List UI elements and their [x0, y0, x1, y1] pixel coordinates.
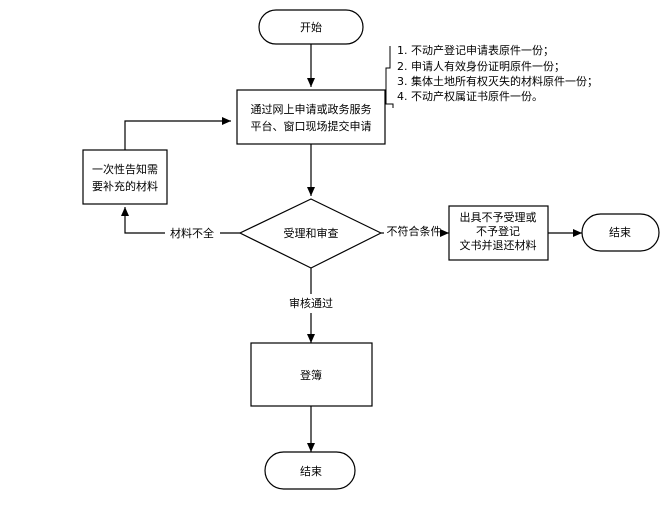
edge-label-not-qualified: 不符合条件 [387, 224, 442, 238]
end-node-right [581, 213, 660, 252]
submit-label-line-1: 通过网上申请或政务服务 [251, 102, 372, 116]
edge-label-incomplete: 材料不全 [170, 226, 214, 240]
start-label: 开始 [300, 20, 322, 34]
reject-label-line-3: 文书并退还材料 [460, 238, 537, 252]
annotation-line-2: 2. 申请人有效身份证明原件一份； [397, 59, 565, 73]
end-bottom-label: 结束 [300, 465, 322, 478]
notice-label-line-1: 一次性告知需 [92, 162, 158, 176]
annotation-line-3: 3. 集体土地所有权灭失的材料原件一份； [397, 74, 598, 88]
required-documents-annotation: 1. 不动产登记申请表原件一份； 2. 申请人有效身份证明原件一份； 3. 集体… [397, 43, 598, 103]
arrow-notice-to-submit [124, 117, 231, 150]
review-decision-node [238, 198, 383, 269]
arrow-incomplete-to-notice [121, 207, 165, 234]
annotation-line-1: 1. 不动产登记申请表原件一份； [397, 43, 554, 57]
notify-supplement-node [82, 149, 168, 205]
register-node [250, 342, 373, 407]
start-node [258, 9, 364, 45]
end-right-label: 结束 [609, 226, 631, 239]
edge-label-approved: 审核通过 [289, 296, 333, 310]
notice-label-line-2: 要补充的材料 [92, 179, 158, 193]
submit-label-line-2: 平台、窗口现场提交申请 [251, 119, 372, 133]
reject-label-line-1: 出具不予受理或 [460, 210, 537, 224]
review-label: 受理和审查 [284, 226, 339, 240]
end-node-bottom [264, 451, 356, 490]
submit-application-node [236, 89, 386, 145]
annotation-bracket [385, 46, 394, 108]
reject-label-line-2: 不予登记 [476, 224, 520, 238]
reject-node [448, 205, 549, 261]
register-label: 登簿 [300, 368, 322, 382]
annotation-line-4: 4. 不动产权属证书原件一份。 [397, 89, 543, 103]
